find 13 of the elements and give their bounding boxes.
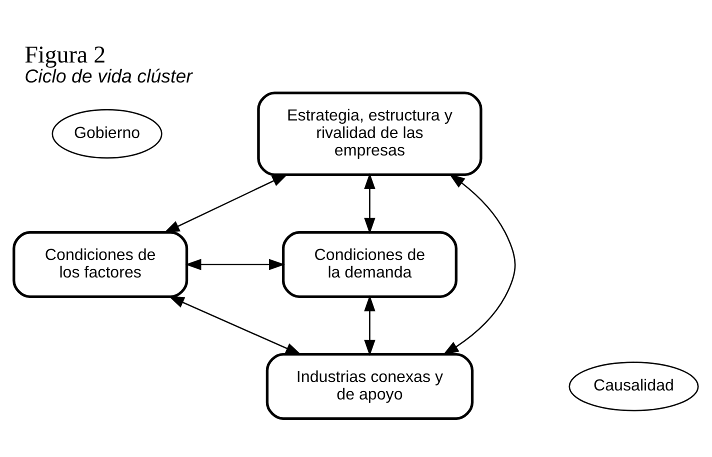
node-box: Industrias conexas y de apoyo [266,352,474,420]
node-box: Condiciones de los factores [12,230,188,298]
node-ellipse: Gobierno [52,108,162,158]
arrow [364,172,376,234]
node-box: Estrategia, estructura y rivalidad de las empresas [257,91,482,176]
node-ellipse: Causalidad [568,361,699,411]
arrow [442,173,516,355]
arrow [168,295,302,355]
node-box: Condiciones de la demanda [282,230,458,298]
arrow [164,173,288,233]
arrow [185,258,286,270]
arrow [364,294,376,356]
diagram-title: Figura 2 [24,42,106,68]
